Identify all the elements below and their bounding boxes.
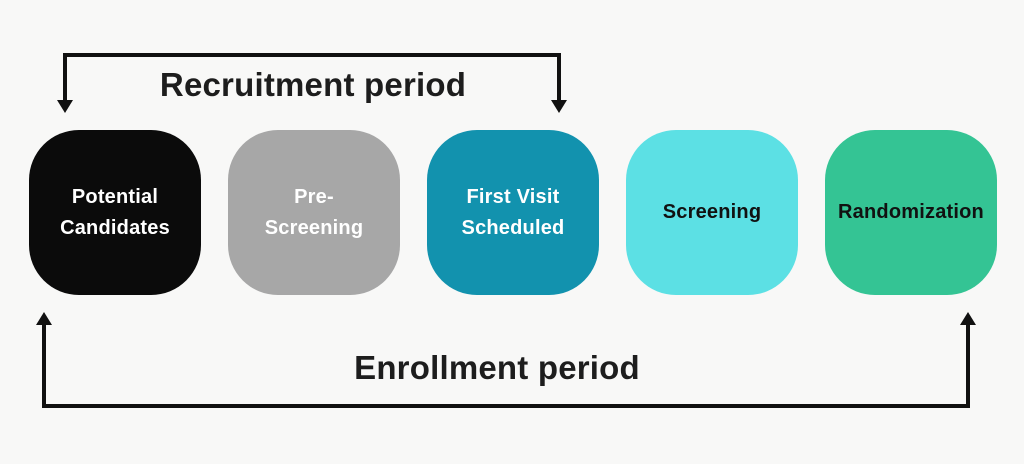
arrow-up-icon xyxy=(960,312,976,325)
stage-potential-candidates: Potential Candidates xyxy=(29,130,201,295)
arrow-down-icon xyxy=(551,100,567,113)
enrollment-bracket-line xyxy=(42,325,970,408)
stage-first-visit-scheduled: First Visit Scheduled xyxy=(427,130,599,295)
stages-row: Potential Candidates Pre- Screening Firs… xyxy=(29,130,997,295)
enrollment-period-label: Enrollment period xyxy=(354,349,640,386)
stage-pre-screening: Pre- Screening xyxy=(228,130,400,295)
arrow-up-icon xyxy=(36,312,52,325)
arrow-down-icon xyxy=(57,100,73,113)
stage-randomization: Randomization xyxy=(825,130,997,295)
recruitment-period-label: Recruitment period xyxy=(159,66,467,103)
stage-screening: Screening xyxy=(626,130,798,295)
recruitment-bracket-line xyxy=(63,53,561,102)
